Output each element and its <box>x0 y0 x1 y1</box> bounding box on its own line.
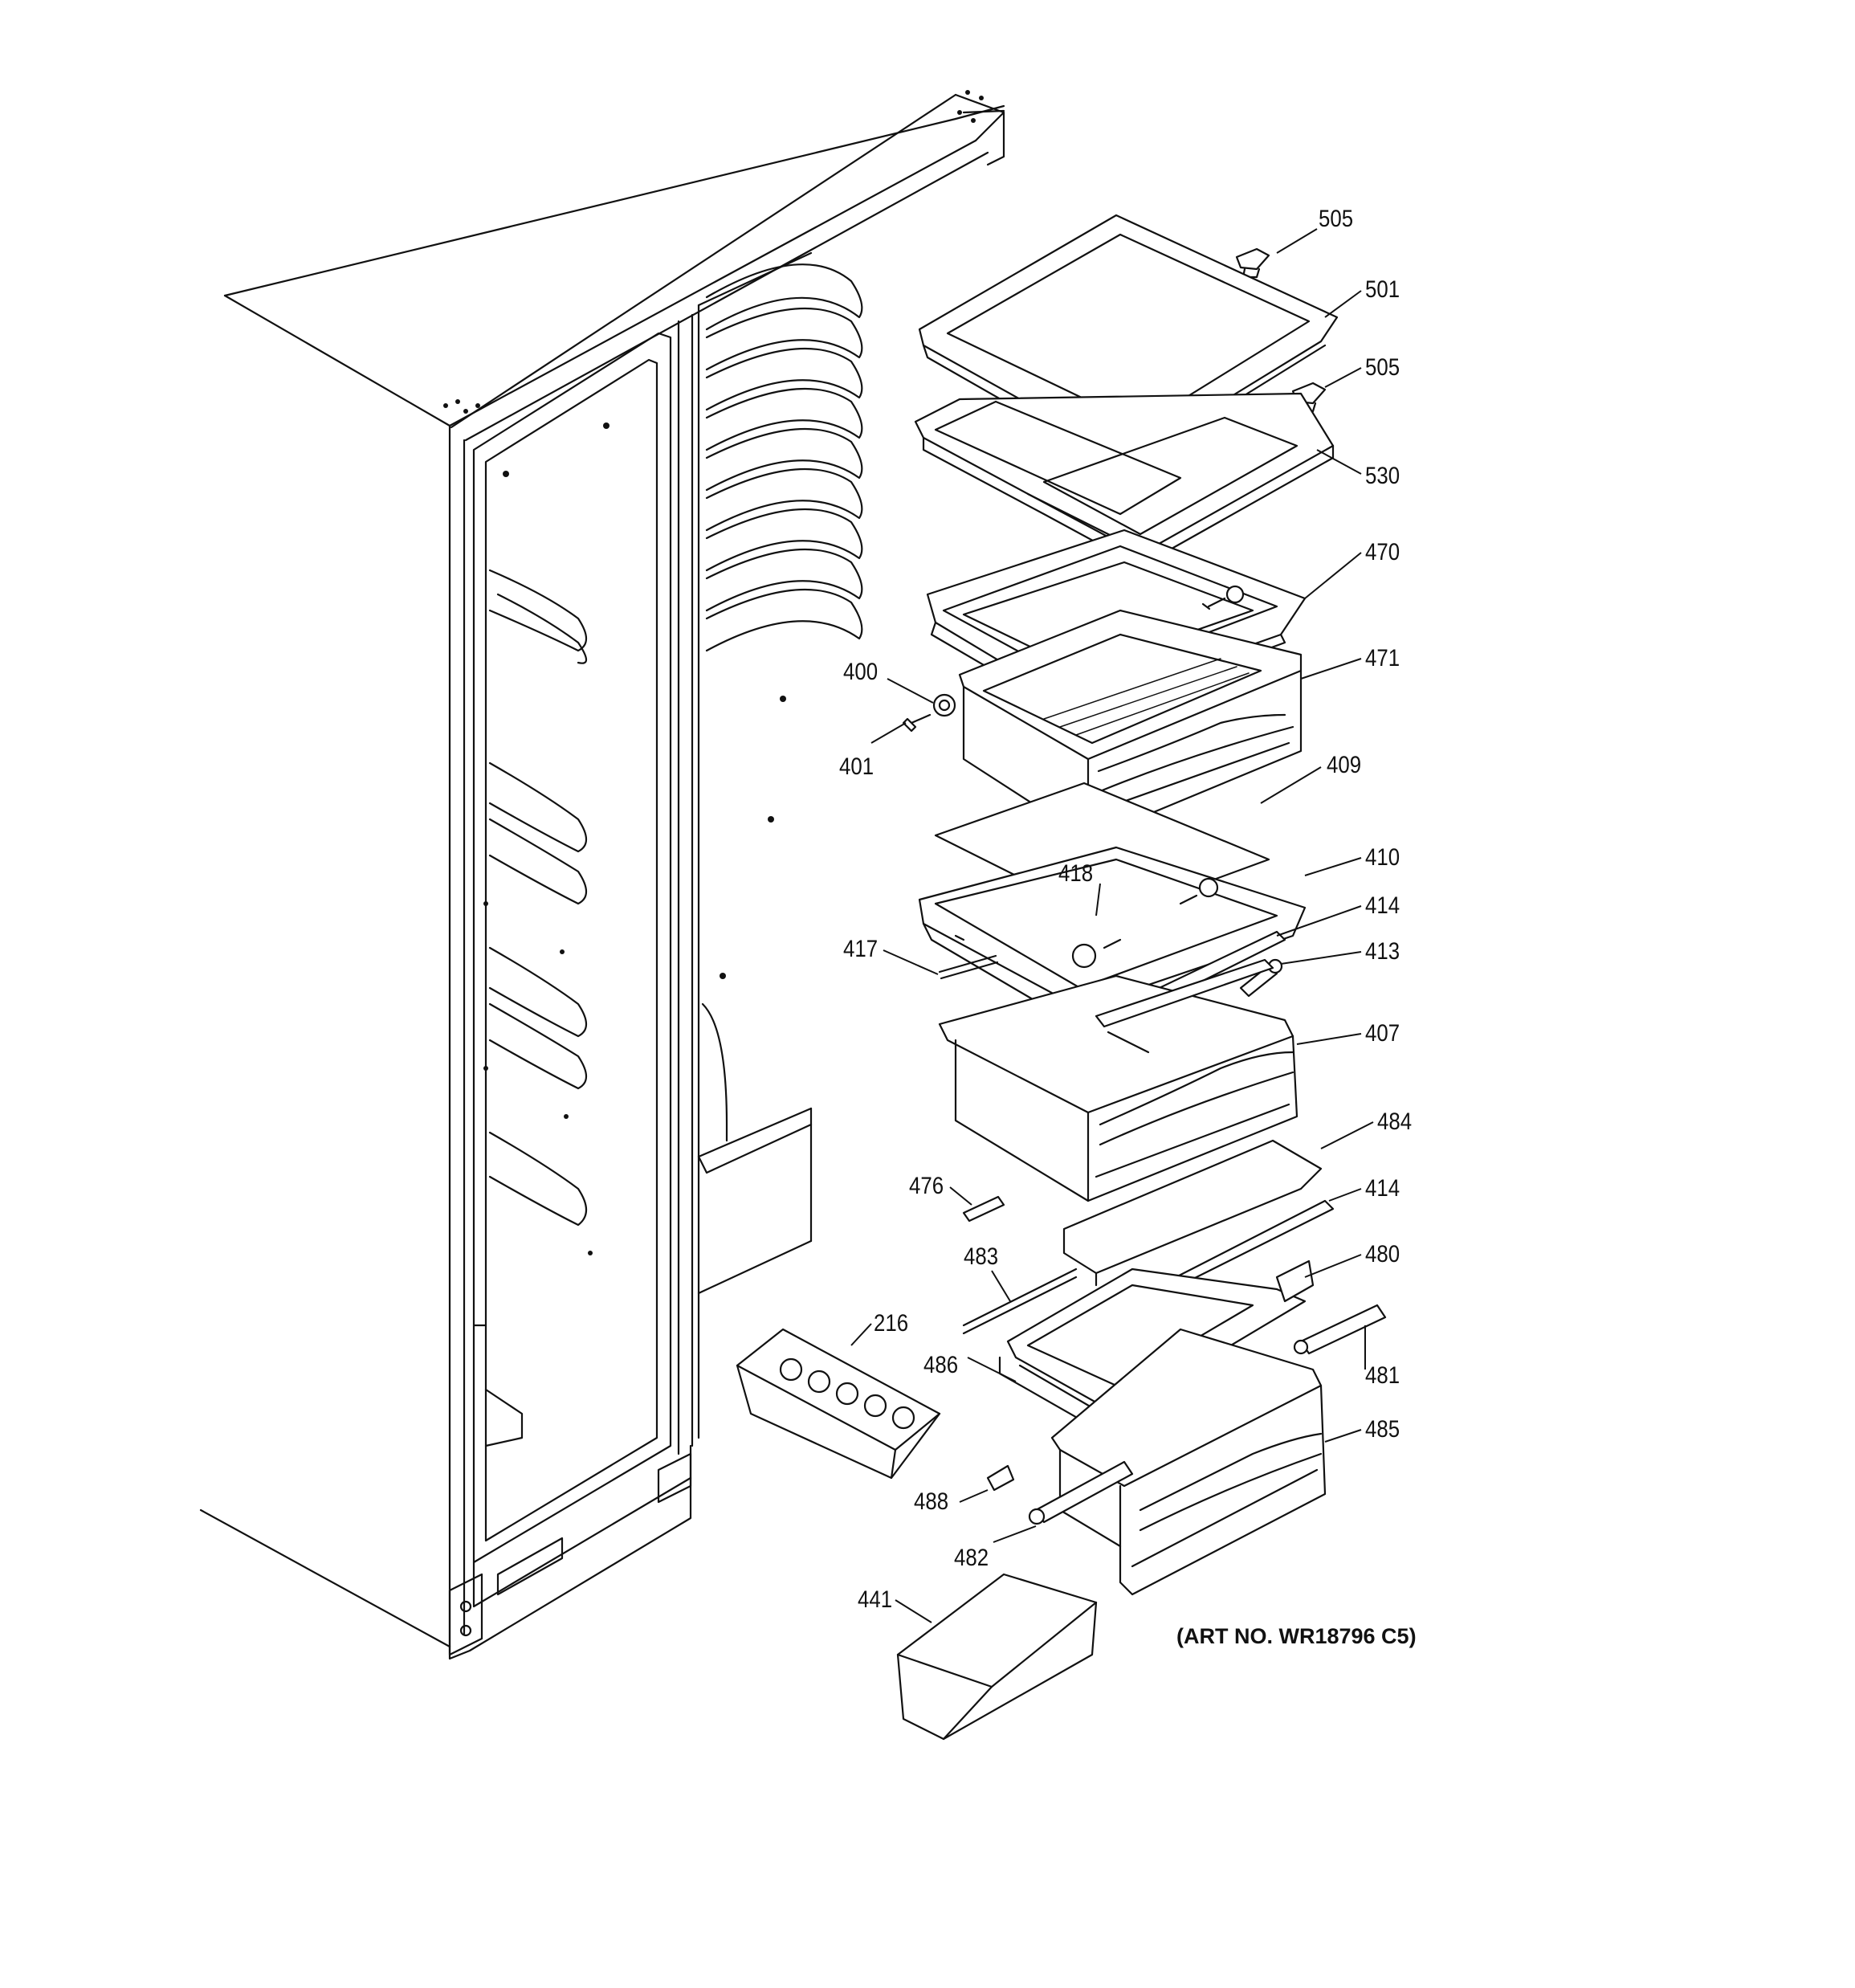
label-418: 418 <box>1058 860 1094 887</box>
label-216: 216 <box>874 1310 909 1337</box>
label-501: 501 <box>1365 276 1400 303</box>
label-483: 483 <box>964 1243 999 1270</box>
refrigerator-cabinet <box>199 90 1005 1660</box>
part-401-screw <box>902 713 932 733</box>
label-407: 407 <box>1365 1020 1400 1047</box>
label-410: 410 <box>1365 844 1400 871</box>
part-482-tube <box>1028 1460 1134 1525</box>
part-484-cover <box>1062 1139 1323 1287</box>
label-441: 441 <box>858 1586 893 1613</box>
part-400-roller <box>932 693 956 717</box>
label-413: 413 <box>1365 938 1400 965</box>
label-409: 409 <box>1327 752 1362 778</box>
part-471-crisper-drawer <box>958 609 1303 841</box>
part-485-freezer-pan <box>1050 1328 1327 1596</box>
label-485: 485 <box>1365 1416 1400 1443</box>
label-505-top: 505 <box>1319 206 1354 232</box>
label-486: 486 <box>923 1352 959 1378</box>
label-414-lower: 414 <box>1365 1175 1400 1202</box>
label-505-lower: 505 <box>1365 354 1400 381</box>
label-484: 484 <box>1377 1108 1413 1135</box>
part-530-shelf <box>914 392 1335 568</box>
art-number: (ART NO. WR18796 C5) <box>1176 1624 1417 1648</box>
leader-lines <box>850 228 1374 1623</box>
label-414-top: 414 <box>1365 892 1400 919</box>
part-481-tube <box>1293 1304 1387 1355</box>
part-476-clip <box>962 1195 1005 1223</box>
label-470: 470 <box>1365 539 1400 565</box>
label-480: 480 <box>1365 1241 1400 1268</box>
label-401: 401 <box>839 753 874 780</box>
label-417: 417 <box>843 936 879 962</box>
label-481: 481 <box>1365 1362 1400 1389</box>
part-216-egg-bin <box>736 1328 941 1480</box>
label-482: 482 <box>954 1545 989 1571</box>
part-417-rod <box>938 954 999 980</box>
part-441-door-bin <box>896 1573 1098 1741</box>
part-483-rod <box>962 1268 1078 1335</box>
part-488-cap <box>986 1464 1015 1492</box>
label-476: 476 <box>909 1173 944 1199</box>
part-407-crisper-pan <box>938 958 1298 1202</box>
label-471: 471 <box>1365 645 1400 672</box>
label-530: 530 <box>1365 463 1400 489</box>
label-488: 488 <box>914 1488 949 1515</box>
label-400: 400 <box>843 659 879 685</box>
